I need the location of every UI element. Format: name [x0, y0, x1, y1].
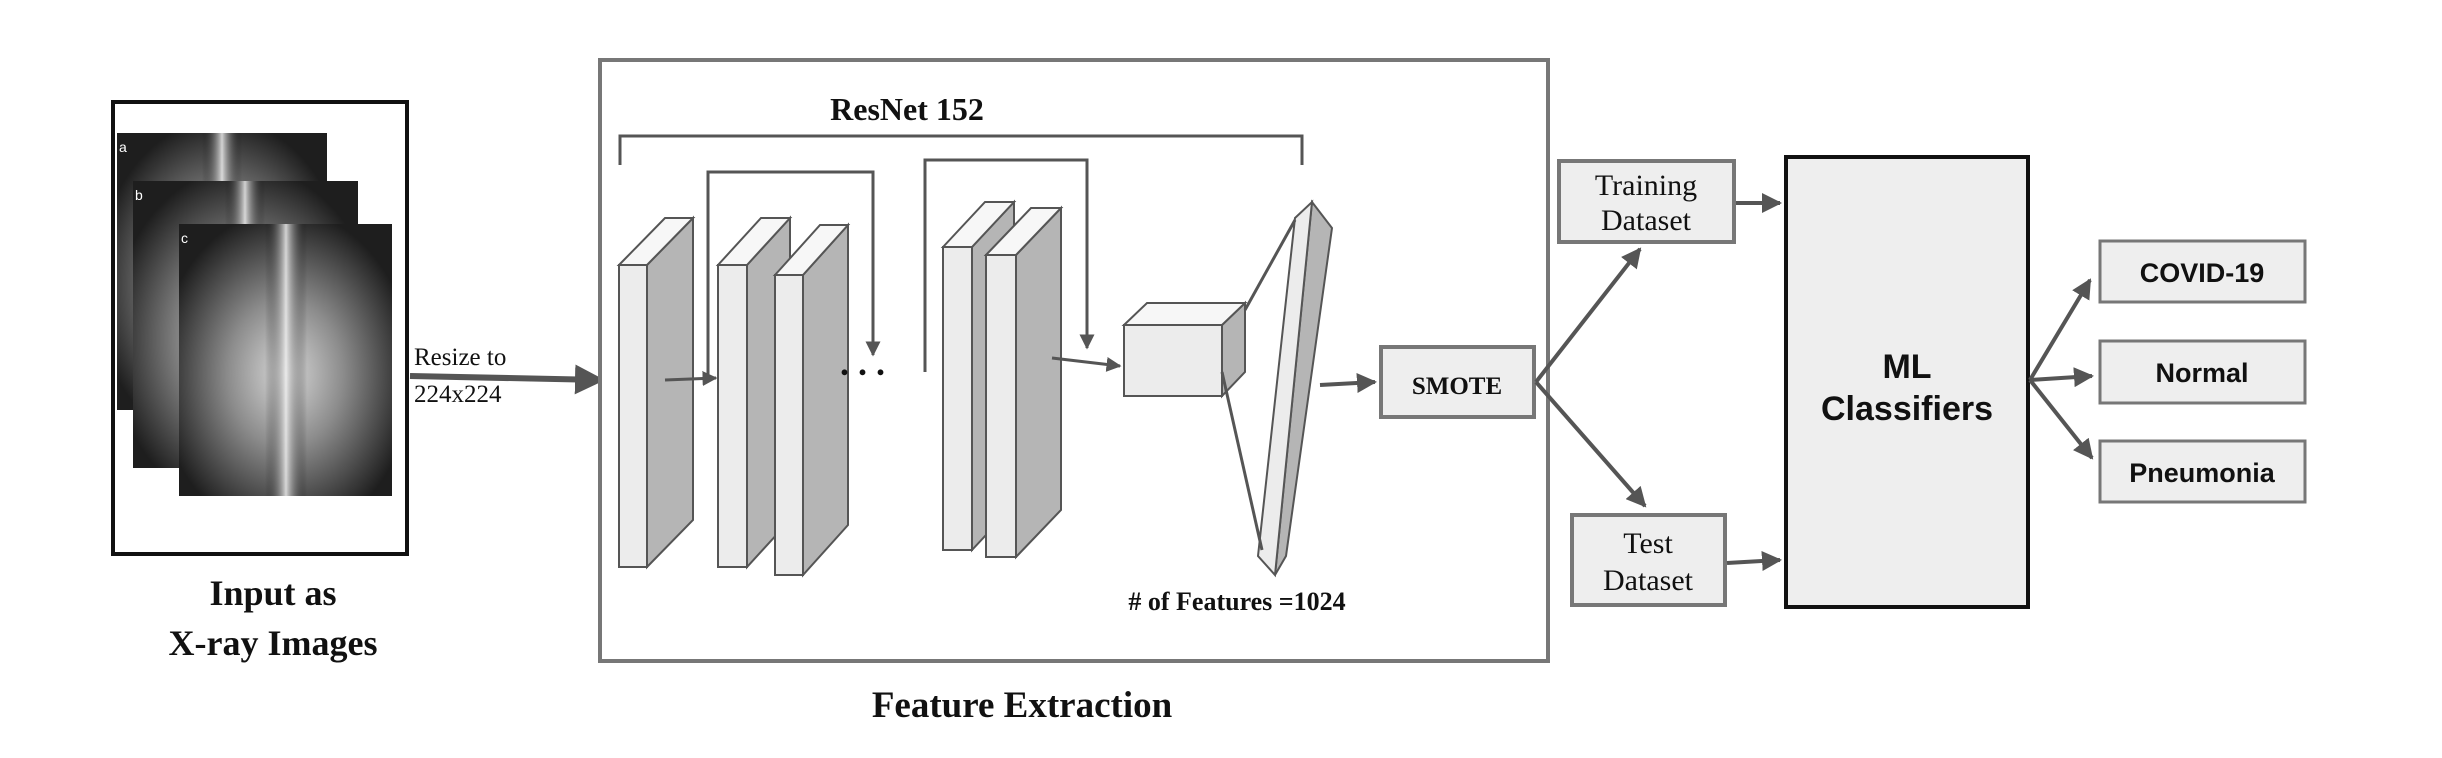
conv-block-3: [772, 222, 851, 578]
ml-label-line2: Classifiers: [1821, 390, 1993, 428]
smote-to-training-arrow: [1534, 247, 1642, 384]
test-to-ml-arrow: [1726, 551, 1782, 572]
resize-label-line2: 224x224: [414, 381, 502, 408]
pooling-block: [1121, 300, 1248, 399]
training-dataset-line2: Dataset: [1601, 204, 1692, 237]
smote-label: SMOTE: [1412, 373, 1502, 400]
input-title-line1: Input as: [209, 573, 336, 613]
training-dataset-line1: Training: [1595, 169, 1697, 202]
output-normal-label: Normal: [2155, 358, 2248, 388]
ml-label-line1: ML: [1882, 348, 1931, 386]
block1-to-block2-arrow: [664, 371, 718, 387]
conv-block-1: [616, 215, 696, 570]
xray-tag-b: b: [135, 187, 143, 203]
feature-extraction-panel: ResNet 152: [598, 58, 1550, 663]
test-dataset-line1: Test: [1623, 527, 1673, 560]
ml-to-covid-arrow: [2028, 278, 2092, 382]
training-dataset-node: Training Dataset: [1557, 159, 1736, 244]
output-covid-label: COVID-19: [2140, 258, 2265, 288]
pool-to-vector-line-top: [1243, 219, 1297, 311]
smote-to-test-arrow: [1534, 380, 1647, 508]
feature-vector: [1256, 199, 1334, 578]
ml-to-normal-arrow: [2029, 367, 2094, 388]
resize-arrow: [409, 364, 605, 395]
smote-node: SMOTE: [1379, 345, 1536, 419]
xray-tag-c: c: [181, 230, 188, 246]
skip-connection-1: [706, 170, 881, 378]
test-dataset-node: Test Dataset: [1570, 513, 1727, 607]
ml-to-pneumonia-arrow: [2028, 378, 2094, 460]
test-dataset-line2: Dataset: [1603, 564, 1694, 597]
xray-tag-a: a: [119, 139, 127, 155]
ellipsis: . . .: [840, 343, 885, 383]
skip-connection-2: [923, 158, 1095, 372]
conv-block-5: [983, 205, 1064, 560]
ml-classifiers-node: ML Classifiers: [1784, 155, 2030, 609]
input-title-line2: X-ray Images: [169, 623, 378, 663]
output-covid-node: COVID-19: [2098, 239, 2307, 304]
input-images-panel: a b c Input as X-ray Images: [111, 100, 409, 663]
features-count-label: # of Features =1024: [1128, 587, 1345, 616]
block5-to-pool-arrow: [1051, 356, 1122, 372]
resize-label-line1: Resize to: [414, 344, 506, 371]
output-normal-node: Normal: [2098, 339, 2307, 405]
output-pneumonia-node: Pneumonia: [2098, 439, 2307, 504]
feature-extraction-caption: Feature Extraction: [872, 685, 1173, 726]
network-bracket: [618, 134, 1304, 165]
xray-image-c: c: [179, 224, 392, 496]
vector-to-smote-arrow: [1319, 372, 1377, 393]
resize-step: Resize to 224x224: [409, 344, 605, 408]
pool-to-vector-line-bottom: [1220, 371, 1264, 551]
output-pneumonia-label: Pneumonia: [2129, 458, 2276, 488]
network-label: ResNet 152: [830, 91, 984, 127]
